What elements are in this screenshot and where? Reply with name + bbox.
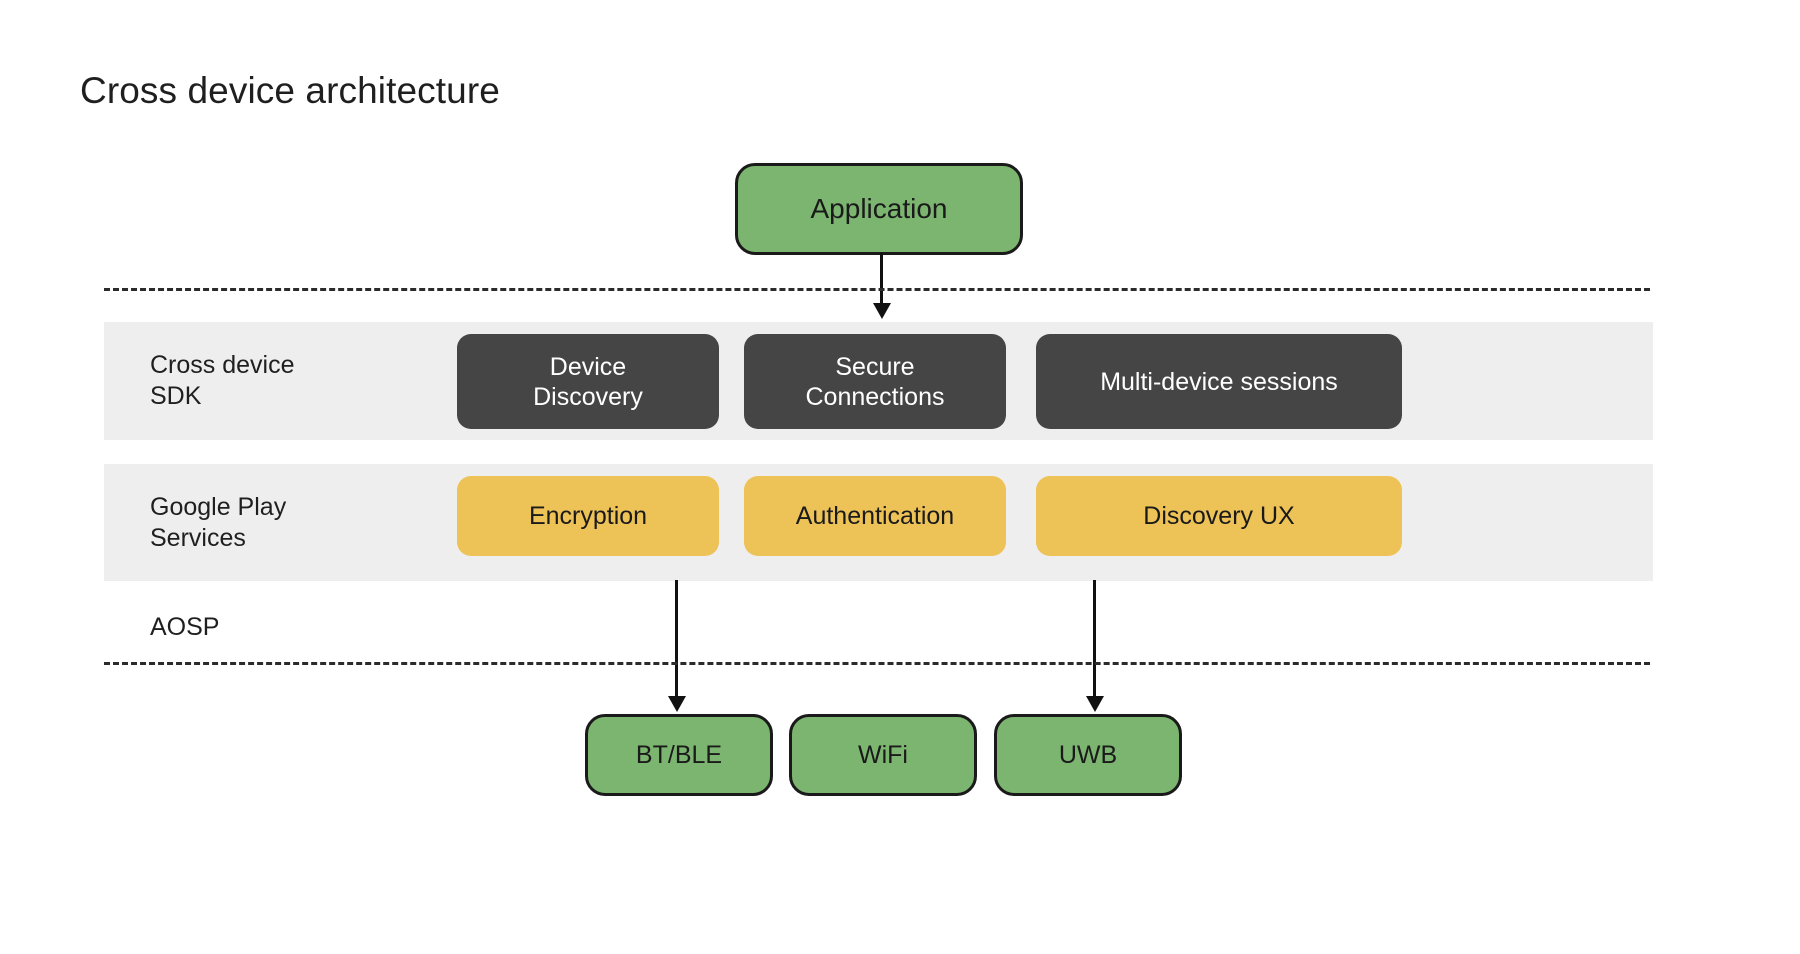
node-uwb[interactable]: UWB (994, 714, 1182, 796)
node-application[interactable]: Application (735, 163, 1023, 255)
arrow-head-icon (873, 303, 891, 319)
page-title: Cross device architecture (80, 70, 500, 111)
node-encryption[interactable]: Encryption (457, 476, 719, 556)
node-authentication[interactable]: Authentication (744, 476, 1006, 556)
arrow-shaft (675, 580, 678, 698)
node-discovery-ux[interactable]: Discovery UX (1036, 476, 1402, 556)
node-bt-ble[interactable]: BT/BLE (585, 714, 773, 796)
node-device-discovery[interactable]: Device Discovery (457, 334, 719, 429)
layer-label-cross-device-sdk: Cross device SDK (150, 351, 295, 410)
arrow-discovery-ux-to-uwb (1082, 580, 1106, 714)
dashed-separator-top (104, 288, 1650, 291)
dashed-separator-bottom (104, 662, 1650, 665)
node-multi-device-sessions[interactable]: Multi-device sessions (1036, 334, 1402, 429)
arrow-application-to-cross-device-sdk (869, 253, 893, 321)
arrow-head-icon (668, 696, 686, 712)
arrow-head-icon (1086, 696, 1104, 712)
layer-label-aosp: AOSP (150, 613, 220, 641)
node-secure-connections[interactable]: Secure Connections (744, 334, 1006, 429)
layer-label-google-play-services: Google Play Services (150, 493, 287, 552)
arrow-shaft (880, 253, 883, 305)
arrow-shaft (1093, 580, 1096, 698)
arrow-encryption-to-btble (664, 580, 688, 714)
node-wifi[interactable]: WiFi (789, 714, 977, 796)
